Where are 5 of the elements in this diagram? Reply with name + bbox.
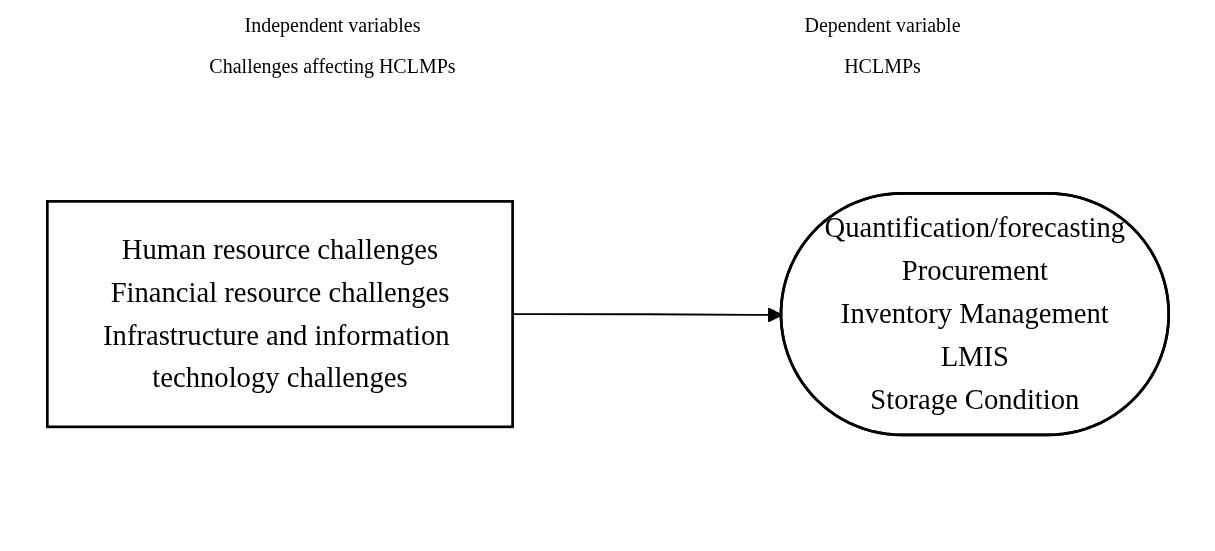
node-box: Human resource challenges Financial resource challenges Infrastructure and information technology challenges [45, 200, 514, 429]
heading-text: HCLMPs [843, 55, 922, 78]
heading-text: Independent variables [243, 14, 422, 37]
heading-text: Dependent variable [803, 14, 962, 37]
heading-text: Challenges affecting HCLMPs [208, 55, 457, 78]
